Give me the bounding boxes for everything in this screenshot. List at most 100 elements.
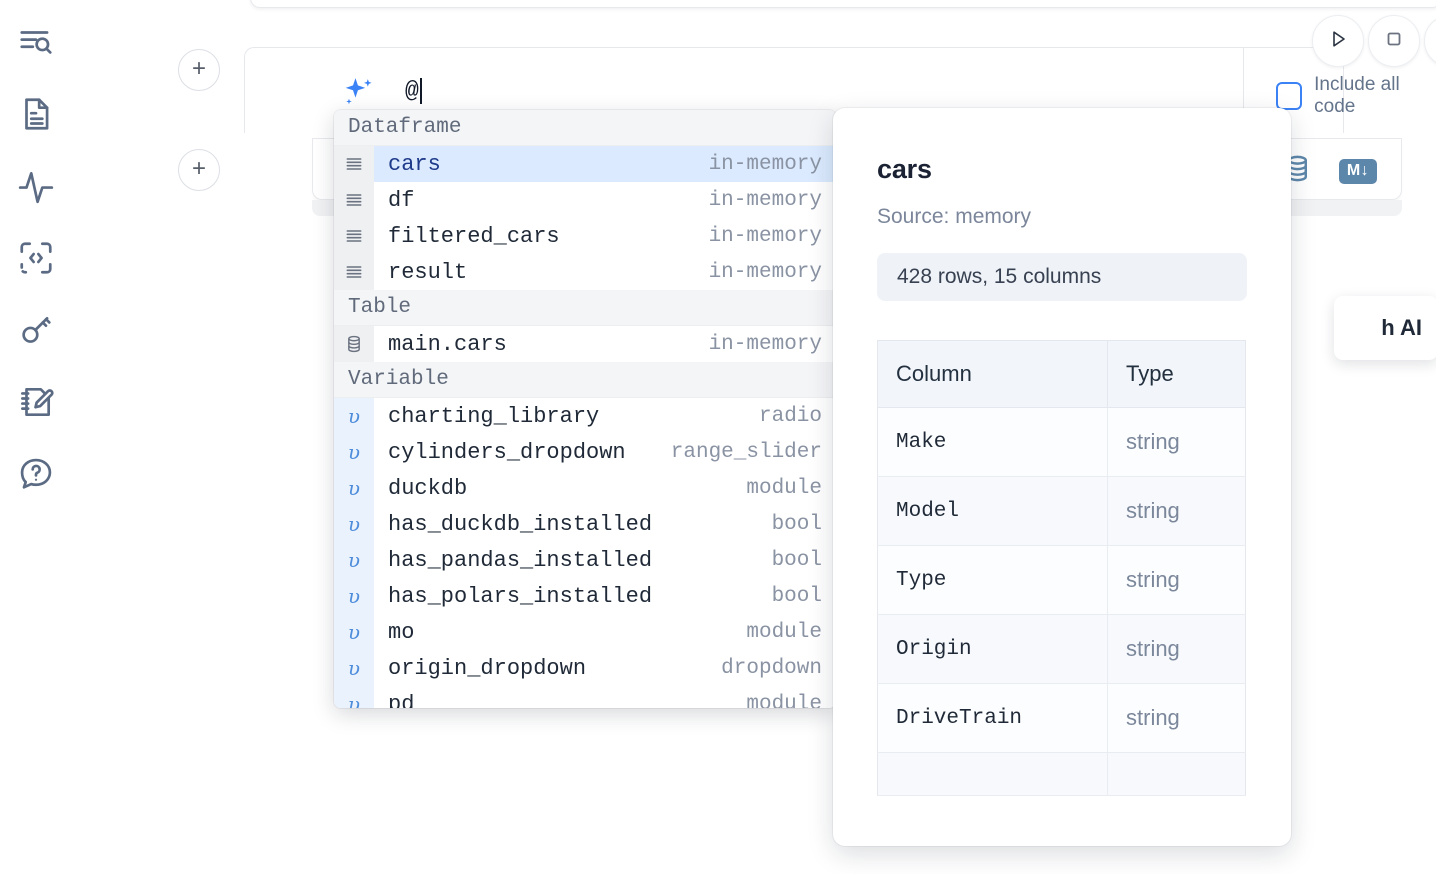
autocomplete-item-name: has_duckdb_installed xyxy=(388,511,653,537)
schema-column-name xyxy=(877,752,1108,796)
sidebar-item-snippets[interactable] xyxy=(12,234,60,282)
schema-column-header: Type xyxy=(1107,340,1246,408)
add-cell-button-top[interactable]: + xyxy=(178,49,220,91)
sidebar-item-variables[interactable] xyxy=(12,162,60,210)
autocomplete-item-type: dropdown xyxy=(721,656,822,680)
variable-icon: υ xyxy=(334,614,374,650)
autocomplete-item-name: df xyxy=(388,187,415,213)
sidebar-item-outline[interactable] xyxy=(12,18,60,66)
autocomplete-item[interactable]: υ has_duckdb_installed bool xyxy=(334,506,836,542)
include-all-code-toggle[interactable]: Include all code xyxy=(1276,74,1436,118)
schema-column-type: string xyxy=(1107,476,1246,546)
schema-column-type xyxy=(1107,752,1246,796)
autocomplete-item-name: cylinders_dropdown xyxy=(388,439,626,465)
stop-square-icon xyxy=(1382,27,1406,56)
autocomplete-item[interactable]: υ origin_dropdown dropdown xyxy=(334,650,836,686)
sparkle-icon xyxy=(339,74,377,117)
autocomplete-item-type: range_slider xyxy=(670,440,822,464)
add-cell-button-bottom[interactable]: + xyxy=(178,149,220,191)
autocomplete-group-header: Variable xyxy=(334,362,836,398)
autocomplete-item-name: result xyxy=(388,259,468,285)
schema-column-header: Column xyxy=(877,340,1108,408)
sidebar-item-secrets[interactable] xyxy=(12,306,60,354)
tooltip: h AI xyxy=(1334,296,1436,360)
checkbox-icon[interactable] xyxy=(1276,82,1303,110)
variable-icon: υ xyxy=(334,398,374,434)
schema-column-name: Model xyxy=(877,476,1108,546)
detail-source: Source: memory xyxy=(877,205,1032,228)
variable-icon: υ xyxy=(334,470,374,506)
activity-pulse-icon xyxy=(17,167,55,205)
autocomplete-item-name: has_pandas_installed xyxy=(388,547,653,573)
autocomplete-item-type: in-memory xyxy=(708,188,822,212)
sidebar-item-files[interactable] xyxy=(12,90,60,138)
markdown-badge[interactable]: M↓ xyxy=(1339,158,1377,184)
dataframe-icon xyxy=(334,146,374,182)
autocomplete-item-type: in-memory xyxy=(708,332,822,356)
dataframe-icon xyxy=(334,218,374,254)
ai-prompt-input[interactable]: @ xyxy=(405,66,1327,116)
variable-icon: υ xyxy=(334,506,374,542)
autocomplete-item-type: bool xyxy=(771,584,822,608)
plus-icon: + xyxy=(191,55,206,82)
autocomplete-group-header: Table xyxy=(334,290,836,326)
variable-icon: υ xyxy=(334,650,374,686)
autocomplete-item-type: in-memory xyxy=(708,224,822,248)
autocomplete-item-name: mo xyxy=(388,619,415,645)
autocomplete-item-name: duckdb xyxy=(388,475,468,501)
table-db-icon xyxy=(334,326,374,362)
schema-column-name: Type xyxy=(877,545,1108,615)
cell-actions: M↓ xyxy=(1282,153,1377,189)
explore-outline-icon xyxy=(17,23,55,61)
run-button[interactable] xyxy=(1312,15,1364,67)
sidebar-item-help[interactable] xyxy=(12,450,60,498)
file-document-icon xyxy=(17,95,55,133)
autocomplete-item-name: cars xyxy=(388,151,441,177)
autocomplete-item[interactable]: main.cars in-memory xyxy=(334,326,836,362)
schema-row xyxy=(877,752,1246,796)
left-icon-rail xyxy=(0,0,72,874)
autocomplete-item-type: bool xyxy=(771,548,822,572)
variable-icon: υ xyxy=(334,686,374,708)
stop-button[interactable] xyxy=(1368,15,1420,67)
autocomplete-item-type: bool xyxy=(771,512,822,536)
schema-column-name: Make xyxy=(877,407,1108,477)
variable-icon: υ xyxy=(334,434,374,470)
autocomplete-item-name: origin_dropdown xyxy=(388,655,587,681)
prompt-divider xyxy=(1243,47,1244,133)
autocomplete-item[interactable]: υ cylinders_dropdown range_slider xyxy=(334,434,836,470)
sidebar-item-scratchpad[interactable] xyxy=(12,378,60,426)
detail-title: cars xyxy=(877,154,932,184)
autocomplete-item[interactable]: cars in-memory xyxy=(334,146,836,182)
code-snippet-icon xyxy=(17,239,55,277)
schema-column-name: Origin xyxy=(877,614,1108,684)
more-options-button[interactable] xyxy=(1424,15,1436,67)
autocomplete-item[interactable]: df in-memory xyxy=(334,182,836,218)
schema-column-type: string xyxy=(1107,407,1246,477)
autocomplete-group-header: Dataframe xyxy=(334,110,836,146)
schema-column-type: string xyxy=(1107,614,1246,684)
autocomplete-item-name: main.cars xyxy=(388,331,507,357)
autocomplete-item-type: in-memory xyxy=(708,152,822,176)
schema-column-name: DriveTrain xyxy=(877,683,1108,753)
autocomplete-item-type: module xyxy=(746,620,822,644)
